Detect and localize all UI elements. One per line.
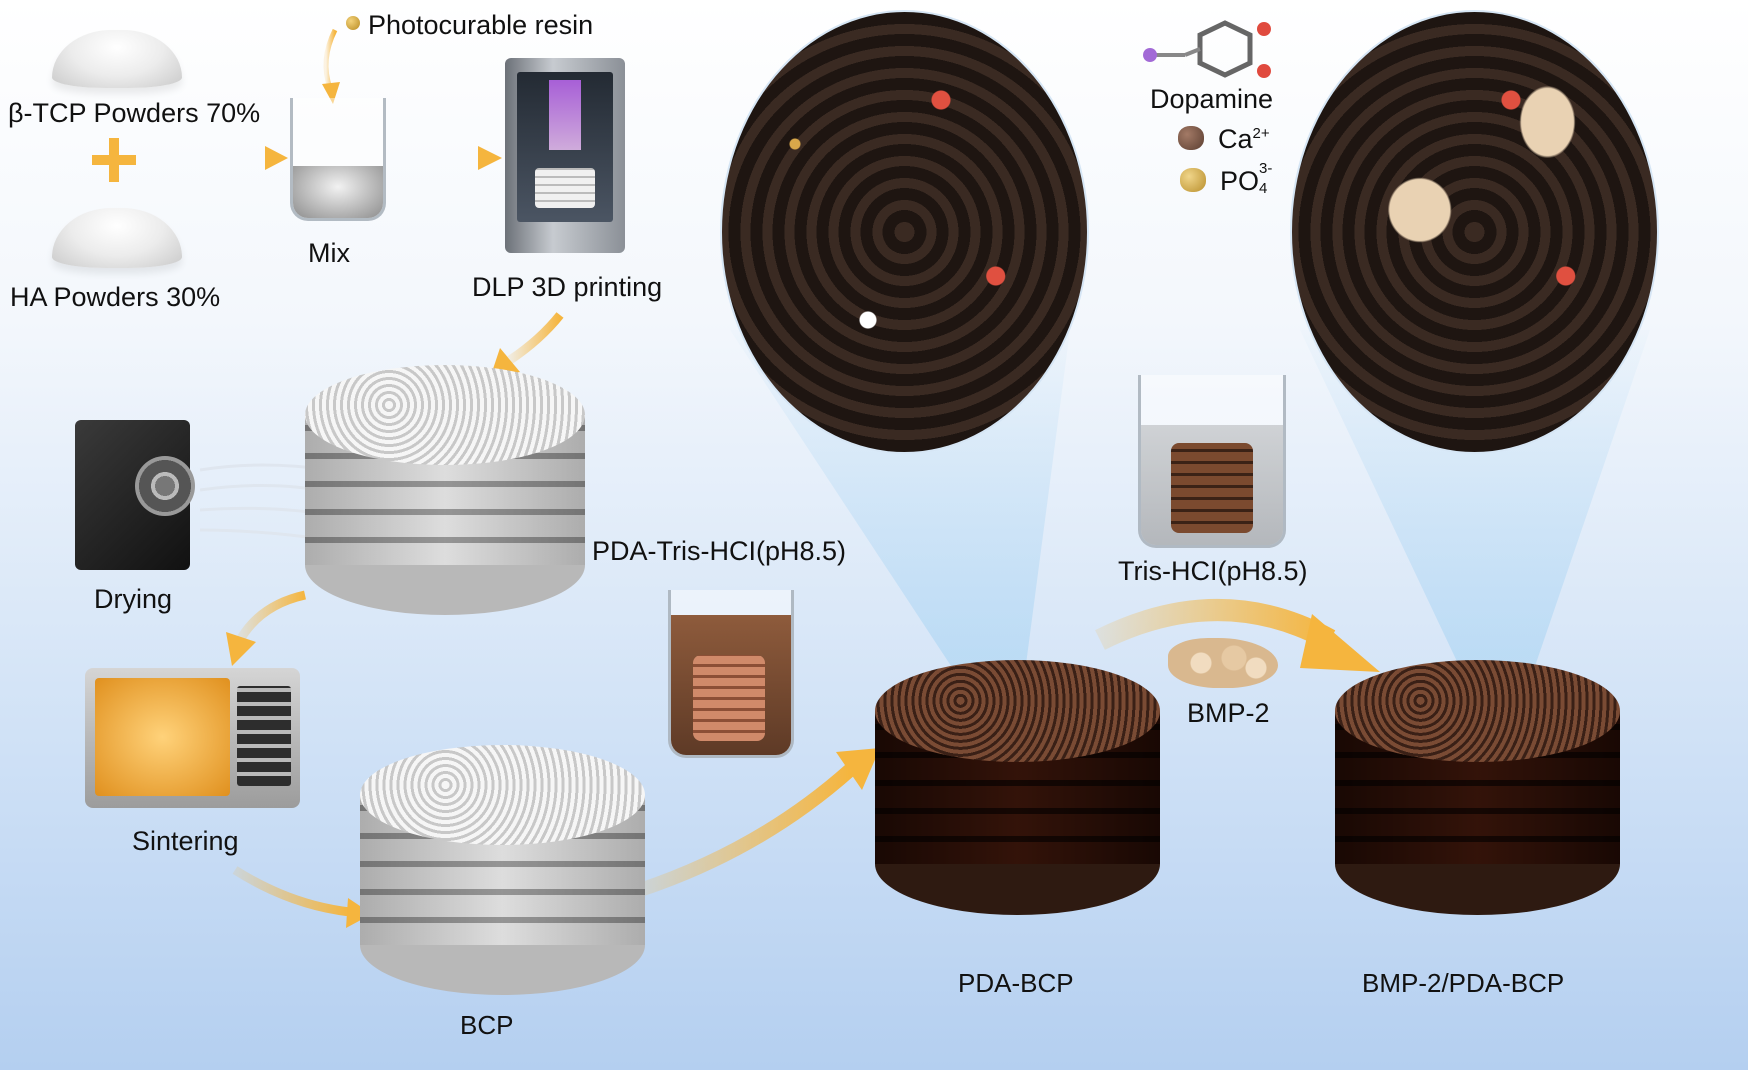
label-dopamine: Dopamine — [1150, 84, 1274, 114]
label-photocurable-resin: Photocurable resin — [368, 10, 594, 40]
label-btcp-powders: β-TCP Powders 70% — [8, 98, 261, 128]
printed-scaffold-white — [305, 365, 585, 615]
arrow-printer-to-scaffold — [507, 312, 564, 364]
label-dlp-printing: DLP 3D printing — [472, 272, 663, 302]
label-pda-tris: PDA-Tris-HCI(pH8.5) — [592, 536, 847, 566]
label-ha-powders: HA Powders 30% — [10, 282, 221, 312]
bcp-scaffold — [360, 745, 645, 995]
tris-beaker — [1138, 375, 1286, 548]
zoom-bmp2-surface — [1290, 10, 1659, 454]
arrow-oven-to-bcp — [232, 866, 351, 917]
dopamine-molecule-icon — [1143, 20, 1271, 78]
label-phosphate: PO 3- 4 — [1220, 160, 1273, 197]
label-drying: Drying — [94, 584, 173, 614]
arrow-scaffold-to-oven — [236, 590, 307, 643]
label-bmp2-pda-bcp: BMP-2/PDA-BCP — [1362, 968, 1565, 998]
phosphate-icon — [1180, 168, 1206, 192]
ca-ion-icon — [1178, 126, 1204, 150]
label-ca: Ca2+ — [1218, 124, 1270, 154]
label-sintering: Sintering — [132, 826, 239, 856]
arrow-pdabcp-to-bmp — [1095, 599, 1336, 650]
pda-bcp-scaffold — [875, 660, 1160, 915]
label-bcp: BCP — [460, 1010, 514, 1040]
mix-beaker — [290, 98, 386, 221]
bmp2-protein-icon — [1168, 638, 1278, 688]
resin-drop-icon — [346, 16, 360, 30]
dlp-printer-icon — [505, 58, 625, 253]
plus-icon — [92, 138, 136, 182]
sintering-oven-icon — [85, 668, 300, 808]
bmp2-pda-bcp-scaffold — [1335, 660, 1620, 915]
arrow-resin-to-beaker — [323, 28, 338, 89]
label-mix: Mix — [308, 238, 350, 268]
label-tris-hcl: Tris-HCI(pH8.5) — [1118, 556, 1308, 586]
label-bmp2: BMP-2 — [1187, 698, 1270, 728]
arrow-head — [265, 146, 288, 170]
pda-beaker — [668, 590, 794, 758]
arrow-bcp-to-pdabcp — [637, 764, 855, 897]
label-pda-bcp: PDA-BCP — [958, 968, 1074, 998]
dryer-icon — [75, 420, 195, 570]
zoom-pda-surface — [720, 10, 1089, 454]
